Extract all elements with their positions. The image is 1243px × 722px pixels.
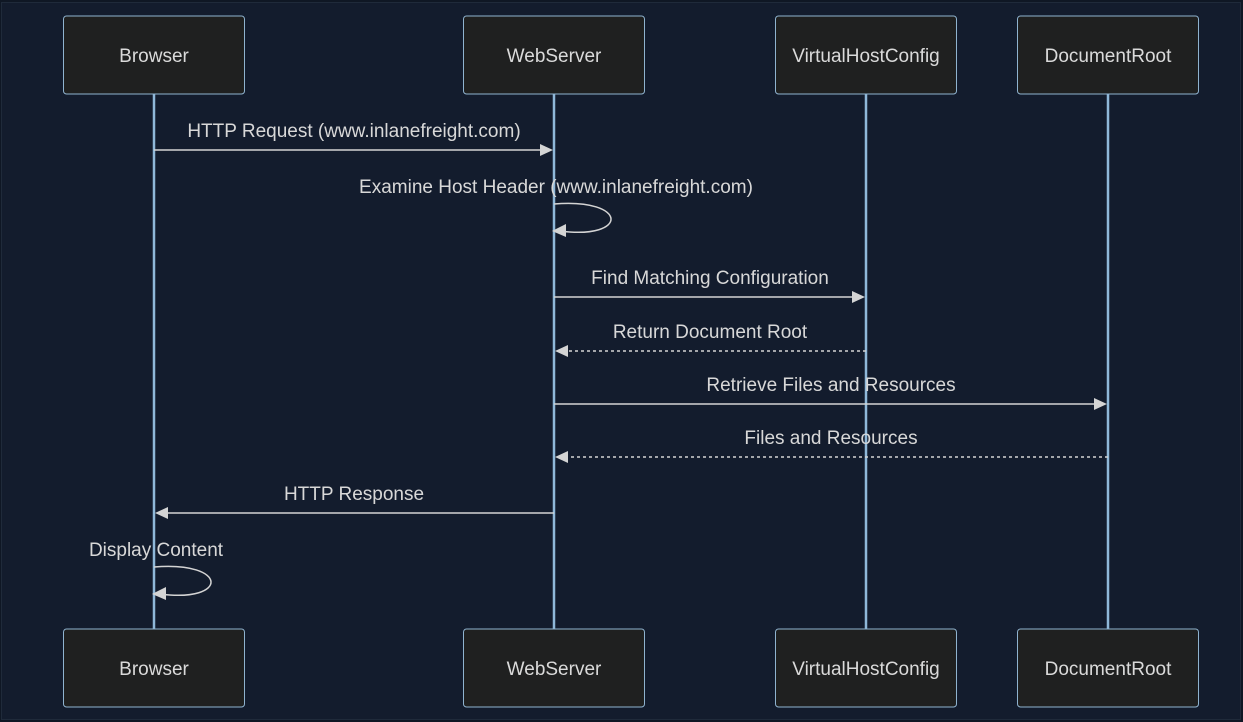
- message-arrowhead-6: [555, 451, 568, 463]
- actor-box-webserver-bottom: [463, 628, 645, 708]
- message-arrowhead-8: [152, 587, 166, 600]
- message-label-1: HTTP Request (www.inlanefreight.com): [187, 121, 520, 142]
- message-label-2: Examine Host Header (www.inlanefreight.c…: [359, 177, 753, 198]
- message-line-8: [153, 565, 212, 596]
- actor-label-webserver-bottom: WebServer: [507, 659, 602, 680]
- message-7: HTTP Response: [155, 484, 554, 519]
- message-arrowhead-5: [1094, 398, 1107, 410]
- message-2: Examine Host Header (www.inlanefreight.c…: [359, 177, 753, 237]
- actor-webserver-bottom: WebServer: [463, 628, 645, 708]
- actor-box-docroot-top: [1017, 15, 1199, 95]
- actor-box-vhost-top: [775, 15, 957, 95]
- message-arrowhead-3: [852, 291, 865, 303]
- actor-label-browser-bottom: Browser: [119, 659, 189, 680]
- actor-box-browser-top: [63, 15, 245, 95]
- actor-label-docroot-bottom: DocumentRoot: [1045, 659, 1172, 680]
- actor-docroot-bottom: DocumentRoot: [1017, 628, 1199, 708]
- message-1: HTTP Request (www.inlanefreight.com): [154, 121, 553, 156]
- message-line-2: [553, 202, 612, 233]
- actor-box-vhost-bottom: [775, 628, 957, 708]
- message-label-5: Retrieve Files and Resources: [706, 375, 955, 396]
- message-label-4: Return Document Root: [613, 322, 808, 343]
- actor-label-browser-top: Browser: [119, 46, 189, 67]
- actor-label-vhost-bottom: VirtualHostConfig: [792, 659, 940, 680]
- actor-box-webserver-top: [463, 15, 645, 95]
- lifelines: [152, 94, 1110, 629]
- actor-box-docroot-bottom: [1017, 628, 1199, 708]
- actor-browser-top: Browser: [63, 15, 245, 95]
- message-arrowhead-1: [540, 144, 553, 156]
- actor-browser-bottom: Browser: [63, 628, 245, 708]
- message-label-3: Find Matching Configuration: [591, 268, 829, 289]
- message-arrowhead-7: [155, 507, 168, 519]
- actor-docroot-top: DocumentRoot: [1017, 15, 1199, 95]
- actor-label-docroot-top: DocumentRoot: [1045, 46, 1172, 67]
- message-3: Find Matching Configuration: [554, 268, 865, 303]
- actor-vhost-bottom: VirtualHostConfig: [775, 628, 957, 708]
- message-label-8: Display Content: [89, 540, 224, 561]
- messages: HTTP Request (www.inlanefreight.com) Exam…: [89, 121, 1108, 600]
- message-4: Return Document Root: [555, 322, 866, 357]
- actor-webserver-top: WebServer: [463, 15, 645, 95]
- actor-box-browser-bottom: [63, 628, 245, 708]
- message-label-7: HTTP Response: [284, 484, 424, 505]
- actor-label-vhost-top: VirtualHostConfig: [792, 46, 940, 67]
- message-label-6: Files and Resources: [744, 428, 917, 449]
- message-5: Retrieve Files and Resources: [554, 375, 1107, 410]
- message-arrowhead-4: [555, 345, 568, 357]
- message-8: Display Content: [89, 540, 224, 600]
- message-arrowhead-2: [552, 224, 566, 237]
- actor-label-webserver-top: WebServer: [507, 46, 602, 67]
- actors: BrowserBrowserWebServerWebServerVirtualH…: [63, 15, 1199, 708]
- message-6: Files and Resources: [555, 428, 1108, 463]
- actor-vhost-top: VirtualHostConfig: [775, 15, 957, 95]
